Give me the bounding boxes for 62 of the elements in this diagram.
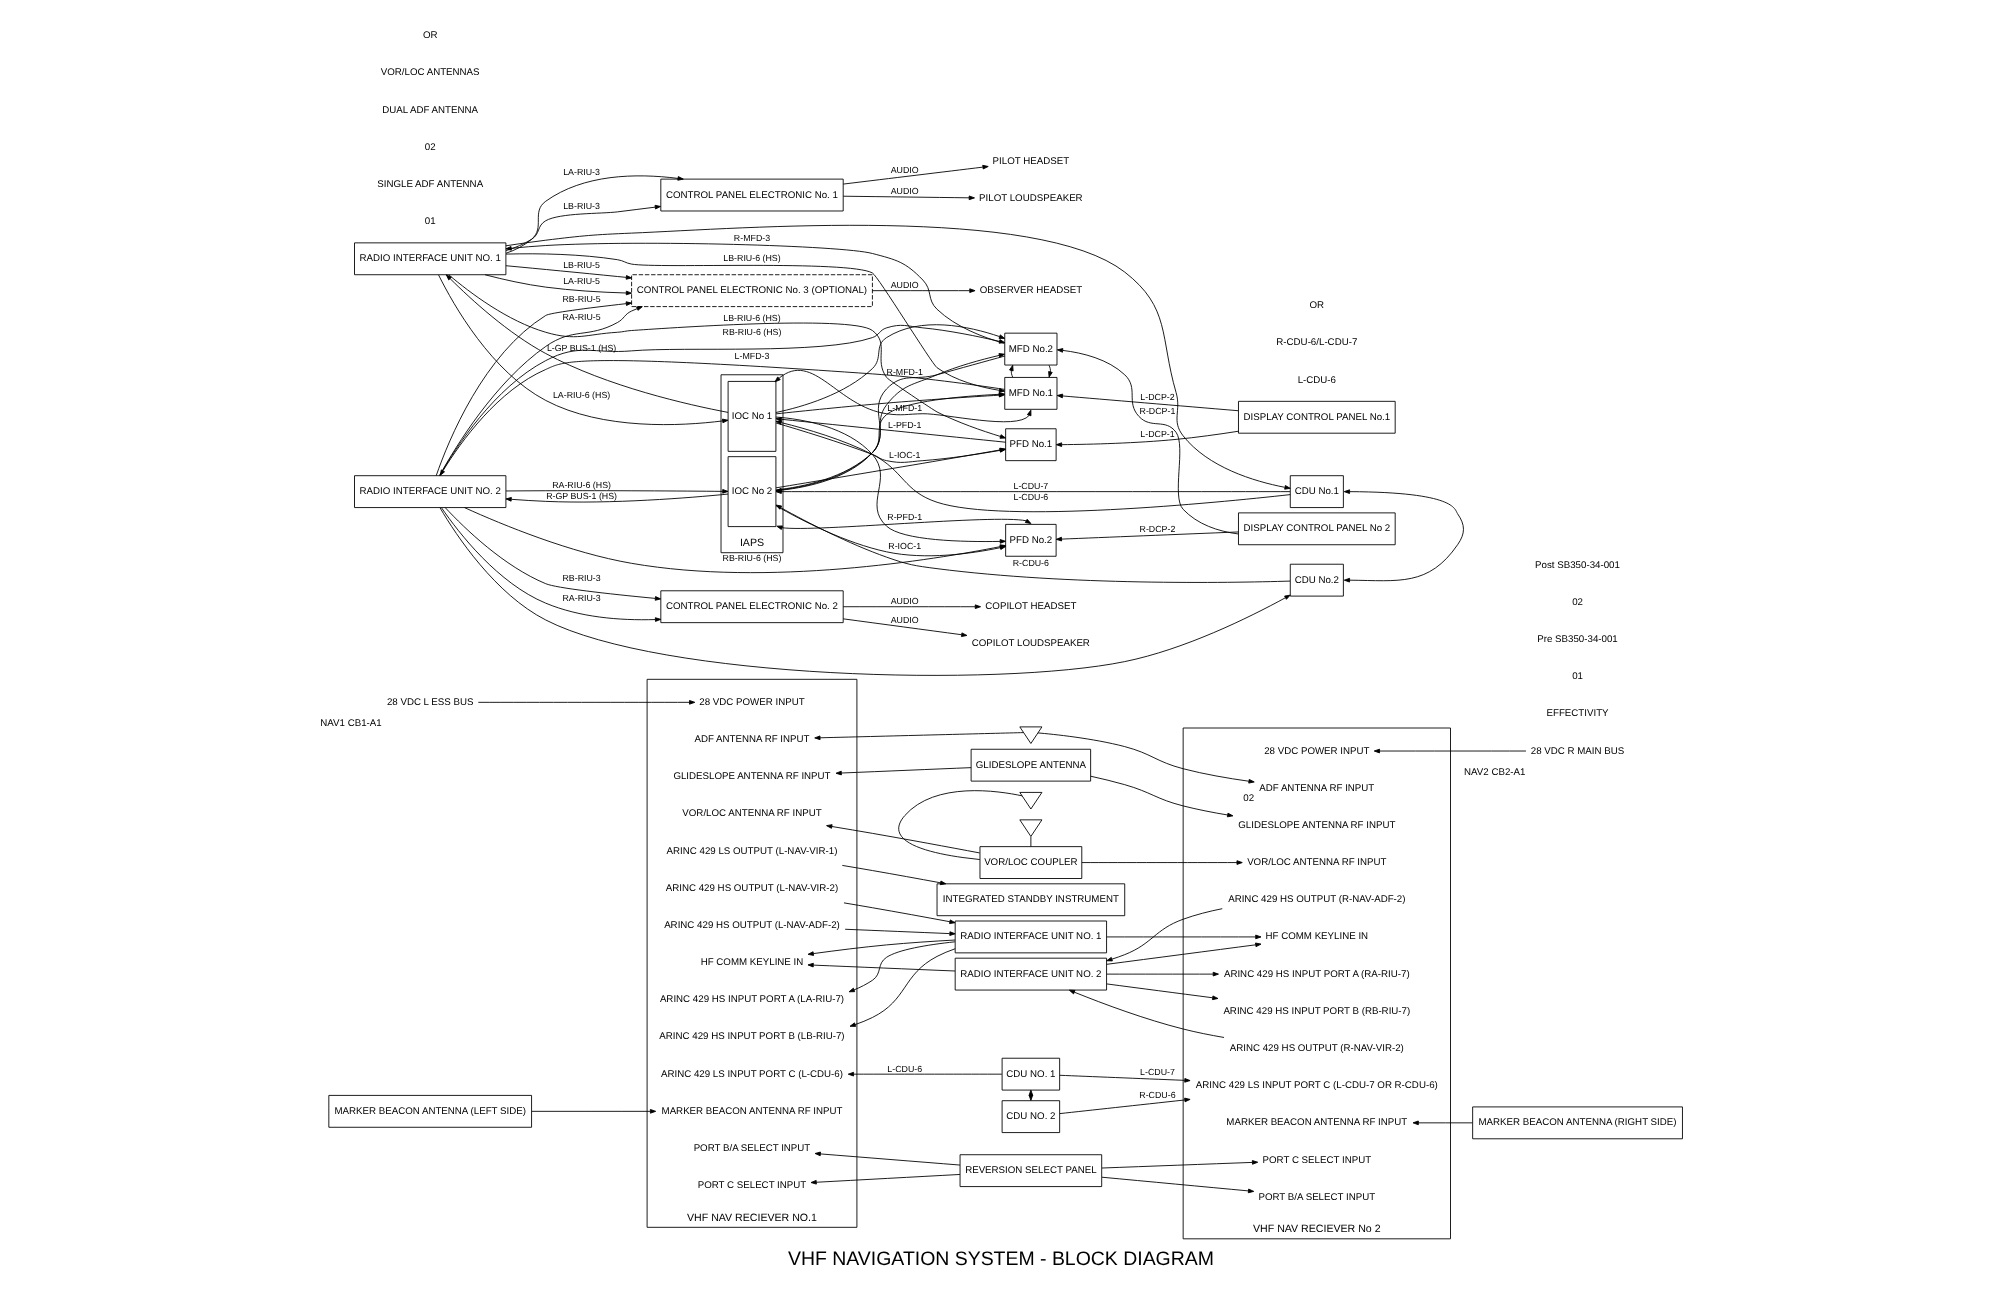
arrow [504, 175, 683, 254]
arrow [1411, 1120, 1472, 1126]
arrow [841, 195, 974, 201]
arrow [775, 518, 1031, 530]
node-triangle [1018, 791, 1042, 810]
arrow [1372, 748, 1526, 754]
arrow [1054, 531, 1238, 542]
arrow [1342, 489, 1463, 583]
arrow [1058, 1074, 1190, 1083]
arrow [1055, 393, 1238, 412]
arrow [1008, 364, 1013, 378]
arrow [774, 392, 1005, 415]
arrow [809, 1174, 960, 1185]
arrow [834, 767, 971, 776]
arrow [841, 164, 988, 185]
arrow [841, 604, 980, 610]
arrow [504, 493, 728, 503]
arrow [443, 507, 661, 601]
arrow [504, 242, 1004, 344]
arrow [813, 1151, 960, 1166]
node-triangle [1018, 819, 1042, 837]
arrow [1036, 732, 1254, 784]
arrow [1058, 1097, 1190, 1115]
node-triangle [1018, 726, 1042, 744]
arrow [806, 939, 955, 956]
arrow [1105, 908, 1222, 962]
arrow [870, 288, 975, 293]
arrow [504, 489, 728, 494]
arrow [841, 618, 967, 638]
arrow [530, 1109, 656, 1114]
arrow [476, 700, 695, 705]
arrow [1047, 364, 1052, 378]
arrow [504, 204, 660, 252]
arrow [825, 824, 980, 854]
connector [897, 790, 1022, 860]
arrow [840, 864, 946, 886]
arrow [438, 507, 1290, 676]
arrow [1105, 971, 1218, 977]
arrow [1089, 775, 1233, 818]
arrow [843, 928, 955, 936]
diagram-title: VHF NAVIGATION SYSTEM - BLOCK DIAGRAM [787, 1249, 1213, 1272]
arrow [483, 274, 632, 296]
arrow [848, 948, 955, 1027]
arrow [1105, 934, 1261, 940]
arrow [1055, 348, 1238, 535]
arrow [842, 902, 955, 924]
arrow [1080, 860, 1242, 865]
arrow [1067, 989, 1224, 1038]
arrow [806, 962, 955, 972]
arrow [1054, 430, 1238, 447]
arrow [846, 1071, 1002, 1077]
arrow [504, 265, 632, 280]
arrow [1100, 1176, 1254, 1194]
arrow [439, 507, 661, 622]
connector [1029, 836, 1031, 848]
arrow [813, 732, 1023, 741]
arrow [504, 224, 1290, 490]
arrow [1105, 942, 1261, 965]
arrow [1105, 983, 1218, 1001]
arrow [1100, 1160, 1258, 1169]
arrow [847, 941, 955, 993]
arrow [774, 504, 1290, 583]
